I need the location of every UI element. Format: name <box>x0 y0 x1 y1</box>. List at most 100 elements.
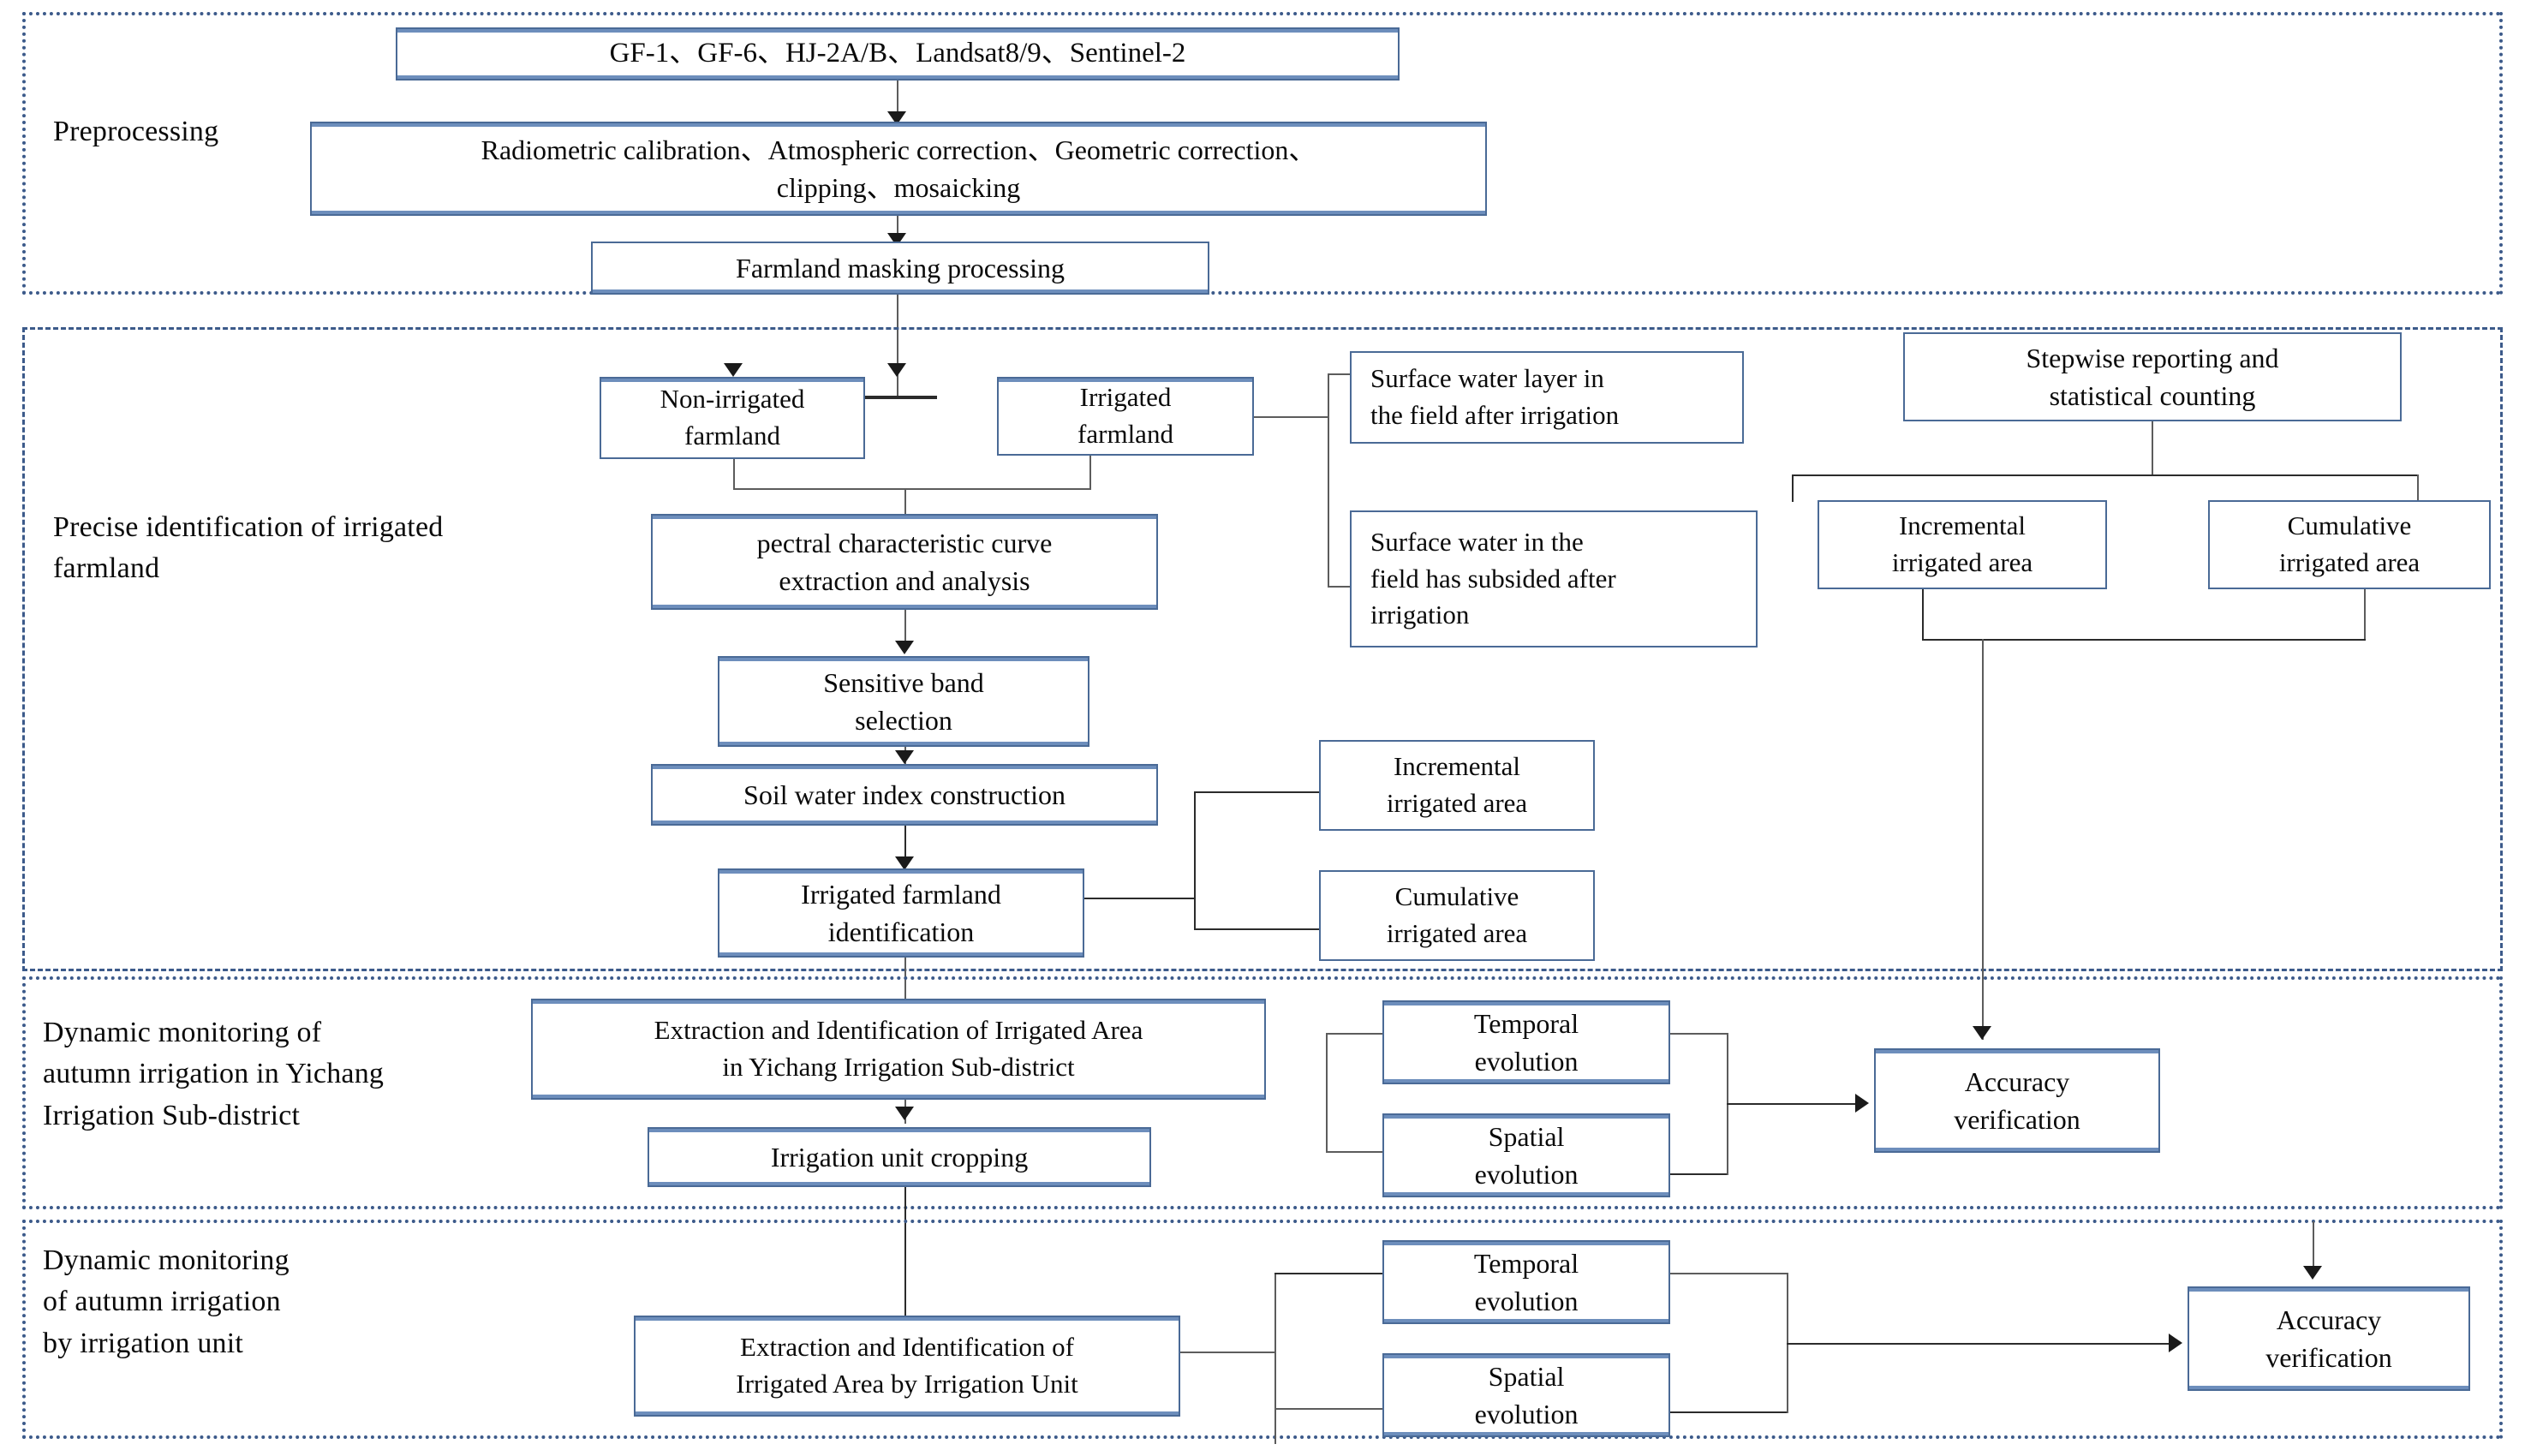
box-sensitive-band-text: Sensitive band selection <box>823 666 984 736</box>
section-precise-identification <box>22 327 2503 971</box>
section-yichang-monitoring <box>22 976 2503 1209</box>
box-stepwise-reporting-text: Stepwise reporting and statistical count… <box>2026 342 2279 411</box>
section-label-unit-monitoring: Dynamic monitoring of autumn irrigation … <box>43 1244 290 1359</box>
connector-satellites-to-preprocess <box>897 81 898 115</box>
connector-cumulative-top-down <box>2364 589 2366 641</box>
section-label-yichang-monitoring: Dynamic monitoring of autumn irrigation … <box>43 1017 385 1131</box>
box-preprocess-steps: Radiometric calibration、Atmospheric corr… <box>310 122 1487 216</box>
connector-surfacewater-spine <box>1328 373 1329 586</box>
connector-s3-to-spatial <box>1326 1151 1382 1153</box>
connector-top-join-bar <box>1922 639 2366 641</box>
connector-s4-to-spatial <box>1274 1408 1382 1410</box>
arrowhead-s3-to-accuracy <box>1855 1094 1869 1113</box>
connector-s3-spatial-right <box>1670 1173 1727 1175</box>
connector-irr-left <box>904 488 1091 490</box>
box-non-irrigated-text: Non-irrigated farmland <box>660 384 805 451</box>
connector-incremental-top-down <box>1922 589 1924 641</box>
box-irrigated-identification: Irrigated farmland identification <box>718 868 1084 958</box>
box-satellites: GF-1、GF-6、HJ-2A/B、Landsat8/9、Sentinel-2 <box>396 27 1400 81</box>
connector-into-spectral <box>904 488 906 514</box>
connector-s4-extraction-right <box>1180 1352 1274 1353</box>
box-non-irrigated-farmland: Non-irrigated farmland <box>600 377 865 459</box>
connector-irrigated-right <box>1254 416 1328 418</box>
section-label-preprocessing: Preprocessing <box>53 116 219 147</box>
box-spatial-evolution-s3: Spatial evolution <box>1382 1113 1670 1197</box>
connector-index-to-identification <box>904 826 906 867</box>
box-surface-water-layer: Surface water layer in the field after i… <box>1350 351 1744 444</box>
connector-s4-temporal-right <box>1670 1273 1787 1274</box>
box-unit-extraction-text: Extraction and Identification of Irrigat… <box>736 1332 1078 1399</box>
connector-mid-spine <box>1194 791 1196 928</box>
connector-nonirr-right <box>733 488 904 490</box>
connector-s3-temporal-right <box>1670 1033 1727 1035</box>
connector-stepwise-to-incremental <box>1792 474 1794 502</box>
box-surface-water-subsided-text: Surface water in the field has subsided … <box>1370 526 1616 630</box>
box-incremental-top-text: Incremental irrigated area <box>1891 510 2033 577</box>
connector-masking-down <box>897 295 898 397</box>
box-cumulative-irrigated-area-top: Cumulative irrigated area <box>2208 500 2491 589</box>
box-temporal-evolution-s4: Temporal evolution <box>1382 1240 1670 1324</box>
box-irrigated-identification-text: Irrigated farmland identification <box>801 878 1001 947</box>
connector-irr-down-left <box>1089 456 1091 488</box>
box-incremental-mid-text: Incremental irrigated area <box>1386 751 1528 818</box>
box-temporal-evolution-s3-text: Temporal evolution <box>1473 1007 1579 1077</box>
box-accuracy-verification-s3-text: Accuracy verification <box>1954 1065 2080 1135</box>
connector-to-incremental-mid <box>1194 791 1319 793</box>
box-temporal-evolution-s3: Temporal evolution <box>1382 1000 1670 1084</box>
arrowhead-yichang-to-cropping <box>895 1107 914 1120</box>
section-unit-monitoring <box>22 1220 2503 1439</box>
box-accuracy-verification-s3: Accuracy verification <box>1874 1048 2160 1153</box>
box-irrigated-text: Irrigated farmland <box>1077 382 1173 449</box>
connector-s4-accuracy-top <box>2313 1221 2314 1274</box>
section-label-precise-identification: Precise identification of irrigated farm… <box>53 511 444 585</box>
box-incremental-irrigated-area-mid: Incremental irrigated area <box>1319 740 1595 831</box>
arrowhead-join-to-accuracy <box>1973 1026 1991 1040</box>
connector-spectral-to-band <box>904 610 906 647</box>
box-farmland-masking: Farmland masking processing <box>591 242 1209 295</box>
box-cumulative-irrigated-area-mid: Cumulative irrigated area <box>1319 870 1595 961</box>
box-spatial-evolution-s4-text: Spatial evolution <box>1474 1360 1579 1429</box>
box-spectral-curve-text: pectral characteristic curve extraction … <box>756 527 1053 596</box>
box-incremental-irrigated-area-top: Incremental irrigated area <box>1818 500 2107 589</box>
box-yichang-extraction: Extraction and Identification of Irrigat… <box>531 999 1266 1100</box>
connector-preprocess-to-masking <box>897 216 898 238</box>
connector-s3-evo-spine <box>1326 1033 1328 1151</box>
connector-to-surface-subsided <box>1328 586 1352 588</box>
box-spatial-evolution-s4: Spatial evolution <box>1382 1353 1670 1437</box>
connector-nonirr-down <box>733 459 735 490</box>
connector-cropping-down <box>904 1187 906 1333</box>
arrowhead-index-to-identification <box>895 856 914 870</box>
arrowhead-band-to-index <box>895 750 914 764</box>
connector-to-surface-layer <box>1328 373 1352 375</box>
connector-s3-merge-to-accuracy <box>1727 1103 1860 1105</box>
connector-s3-to-temporal <box>1326 1033 1382 1035</box>
box-soil-water-index-text: Soil water index construction <box>743 779 1066 810</box>
box-farmland-masking-text: Farmland masking processing <box>736 252 1065 283</box>
arrowhead-s4-to-accuracy <box>2169 1334 2182 1352</box>
connector-s4-evo-spine <box>1274 1273 1276 1444</box>
box-irrigated-farmland: Irrigated farmland <box>997 377 1254 456</box>
box-spatial-evolution-s3-text: Spatial evolution <box>1474 1120 1579 1190</box>
box-accuracy-verification-s4: Accuracy verification <box>2188 1286 2470 1391</box>
connector-stepwise-to-cumulative <box>2417 474 2419 502</box>
connector-stepwise-bar <box>1792 474 2419 476</box>
box-sensitive-band: Sensitive band selection <box>718 656 1089 747</box>
box-preprocess-steps-text: Radiometric calibration、Atmospheric corr… <box>481 134 1316 203</box>
box-temporal-evolution-s4-text: Temporal evolution <box>1473 1247 1579 1316</box>
connector-stepwise-down <box>2152 421 2153 476</box>
arrowhead-spectral-to-band <box>895 641 914 654</box>
box-stepwise-reporting: Stepwise reporting and statistical count… <box>1903 332 2402 421</box>
section-preprocessing <box>22 12 2503 295</box>
box-irrigation-unit-cropping: Irrigation unit cropping <box>648 1127 1151 1187</box>
box-cumulative-mid-text: Cumulative irrigated area <box>1386 881 1528 948</box>
box-spectral-curve: pectral characteristic curve extraction … <box>651 514 1158 610</box>
box-surface-water-subsided: Surface water in the field has subsided … <box>1350 510 1758 647</box>
box-accuracy-verification-s4-text: Accuracy verification <box>2265 1304 2392 1373</box>
box-irrigation-unit-cropping-text: Irrigation unit cropping <box>770 1141 1029 1173</box>
box-cumulative-top-text: Cumulative irrigated area <box>2278 510 2421 577</box>
connector-join-down-to-accuracy <box>1982 639 1984 1040</box>
box-satellites-text: GF-1、GF-6、HJ-2A/B、Landsat8/9、Sentinel-2 <box>609 38 1186 69</box>
arrowhead-to-irrigated <box>887 363 906 377</box>
connector-identification-right <box>1084 898 1194 899</box>
